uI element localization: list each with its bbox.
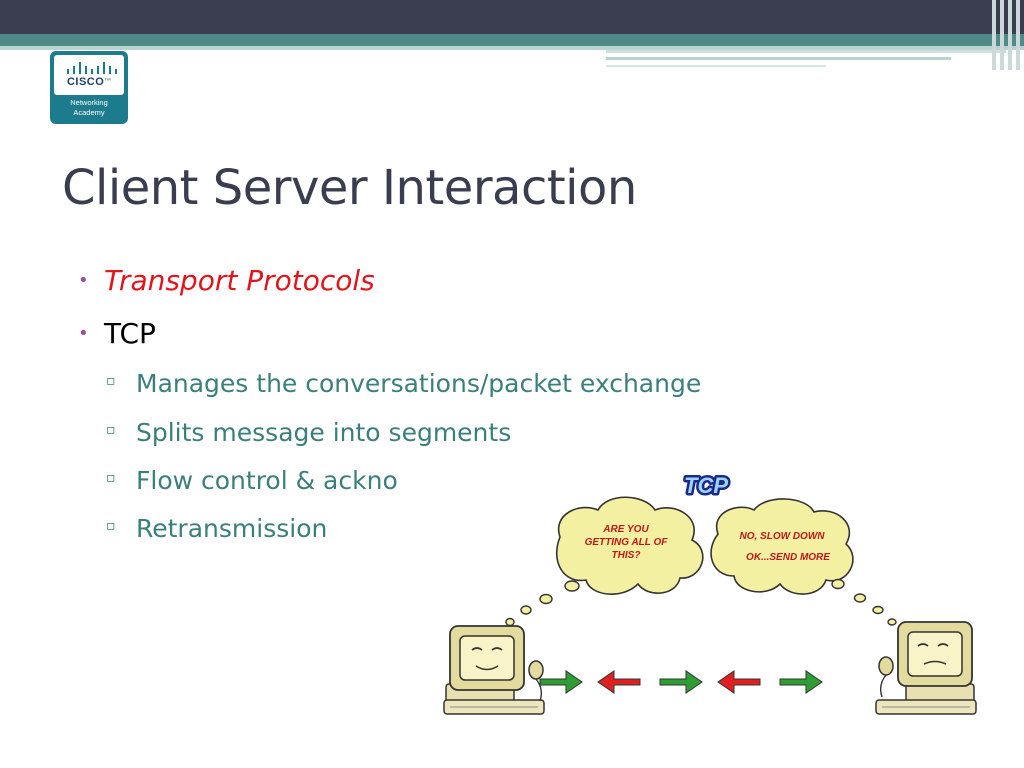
bullet-dot-icon: •: [78, 270, 89, 291]
bullet-dot-icon: •: [78, 323, 89, 344]
left-thought-cloud: ARE YOU GETTING ALL OF THIS?: [505, 496, 704, 627]
right-thought-cloud: NO, SLOW DOWN OK...SEND MORE: [710, 498, 897, 626]
left-cloud-line-3: THIS?: [612, 550, 641, 561]
header-dark-bar: [0, 0, 1024, 34]
sub-bullet-text: Flow control & ackno: [136, 466, 398, 495]
cisco-bridge-icon: [67, 62, 119, 74]
arrow-right-icon: [779, 670, 823, 694]
bullet-transport-protocols: • Transport Protocols: [78, 264, 375, 297]
logo-tm-mark: TM: [104, 76, 112, 82]
arrow-left-icon: [717, 670, 761, 694]
bullet-text: Transport Protocols: [104, 264, 375, 297]
bullet-tcp: • TCP: [78, 317, 156, 350]
left-cloud-line-1: ARE YOU: [602, 524, 649, 535]
tcp-banner-outline: TCP: [684, 473, 728, 498]
arrow-row: [539, 670, 823, 694]
logo-subtitle: Networking Academy: [50, 98, 128, 118]
header-tab-stub: [606, 50, 1006, 73]
tcp-banner: TCP TCP: [682, 471, 731, 501]
square-bullet-icon: ▫: [106, 518, 116, 534]
arrow-right-icon: [659, 670, 703, 694]
left-computer-character: [443, 625, 545, 715]
logo-brand-text: CISCOTM: [66, 76, 112, 88]
header-accent-line-short: [606, 65, 826, 67]
square-bullet-icon: ▫: [106, 422, 116, 438]
header-vertical-strips: [990, 0, 1024, 70]
header-accent-line: [606, 57, 951, 60]
right-computer-character: [875, 621, 977, 715]
right-cloud-line-1: NO, SLOW DOWN: [740, 531, 826, 542]
header-light-bar: [0, 46, 1024, 50]
right-cloud-line-2: OK...SEND MORE: [746, 552, 830, 563]
sub-bullet-text: Splits message into segments: [136, 418, 512, 447]
left-cloud-line-2: GETTING ALL OF: [585, 537, 669, 548]
logo-white-panel: CISCOTM: [54, 55, 124, 95]
slide-title: Client Server Interaction: [62, 160, 637, 216]
sub-bullet-splits: ▫ Splits message into segments: [106, 418, 512, 447]
logo-subtitle-line1: Networking: [70, 98, 108, 107]
square-bullet-icon: ▫: [106, 373, 116, 389]
tcp-banner-text: TCP: [684, 473, 728, 498]
arrow-right-icon: [539, 670, 583, 694]
sub-bullet-text: Manages the conversations/packet exchang…: [136, 369, 702, 398]
sub-bullet-retransmission: ▫ Retransmission: [106, 514, 328, 543]
logo-subtitle-line2: Academy: [73, 108, 105, 117]
cisco-networking-academy-logo: CISCOTM Networking Academy: [50, 51, 128, 124]
header-teal-bar: [0, 34, 1024, 46]
tcp-clipart-illustration: TCP TCP ARE YOU GETTING ALL OF THIS? NO,…: [443, 471, 977, 715]
bullet-text: TCP: [104, 317, 156, 350]
sub-bullet-manages: ▫ Manages the conversations/packet excha…: [106, 369, 702, 398]
square-bullet-icon: ▫: [106, 470, 116, 486]
sub-bullet-flow-control: ▫ Flow control & ackno: [106, 466, 398, 495]
arrow-left-icon: [597, 670, 641, 694]
sub-bullet-text: Retransmission: [136, 514, 328, 543]
